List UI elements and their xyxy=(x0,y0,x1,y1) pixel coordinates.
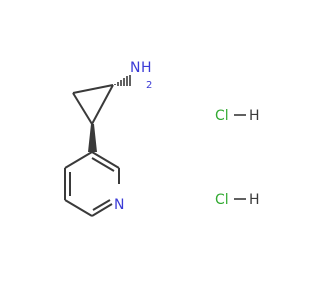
pyridine-bond-4 xyxy=(91,203,113,217)
hcl-1-h-label: H xyxy=(249,108,260,124)
bold-wedge-bond-pyridine xyxy=(88,124,97,152)
pyridine-bond-6-inner xyxy=(91,157,115,172)
structure-canvas: N H 2 N Cl H Cl H xyxy=(64,60,260,217)
hcl-2-h-label: H xyxy=(249,192,260,208)
pyridine-bond-3 xyxy=(64,199,93,217)
hashed-wedge-bond-amine xyxy=(114,75,131,86)
pyridine-bond-4-inner xyxy=(92,199,111,211)
amine-n-label: N xyxy=(130,60,140,76)
amine-h-label: H xyxy=(141,60,152,76)
ring-bond-left xyxy=(72,92,93,125)
pyridine-n-label: N xyxy=(114,197,124,213)
pyridine-bond-6 xyxy=(91,151,120,169)
hcl-1-cl-label: Cl xyxy=(215,108,229,124)
pyridine-bond-1 xyxy=(64,151,93,169)
amine-subscript: 2 xyxy=(146,80,152,91)
hcl-2-cl-label: Cl xyxy=(215,192,229,208)
ring-bond-right xyxy=(91,84,114,125)
molecule-drawing: N H 2 N Cl H Cl H xyxy=(64,60,260,217)
ring-bond-top xyxy=(72,84,114,94)
